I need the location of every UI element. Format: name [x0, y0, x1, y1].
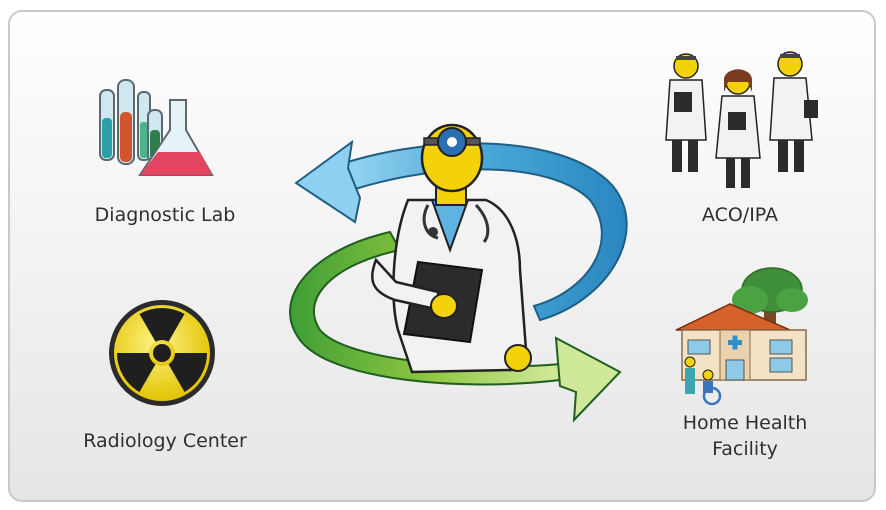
- node-label-radiology-center: Radiology Center: [83, 430, 247, 452]
- node-label-aco-ipa: ACO/IPA: [701, 204, 779, 226]
- home-health-building-icon: [675, 267, 808, 406]
- node-label-home-health-line2: Facility: [712, 438, 778, 460]
- physicians-group-icon: [665, 51, 818, 188]
- node-label-home-health-line1: Home Health: [682, 412, 808, 434]
- physician-icon: [371, 123, 532, 374]
- node-label-home-health-facility: Home Health Facility: [650, 410, 840, 462]
- lab-flasks-icon: [99, 79, 214, 176]
- green-cycle-arrow: [289, 230, 622, 423]
- blue-cycle-arrow: [294, 139, 628, 322]
- node-label-diagnostic-lab: Diagnostic Lab: [94, 204, 236, 226]
- radiation-icon: [109, 300, 215, 406]
